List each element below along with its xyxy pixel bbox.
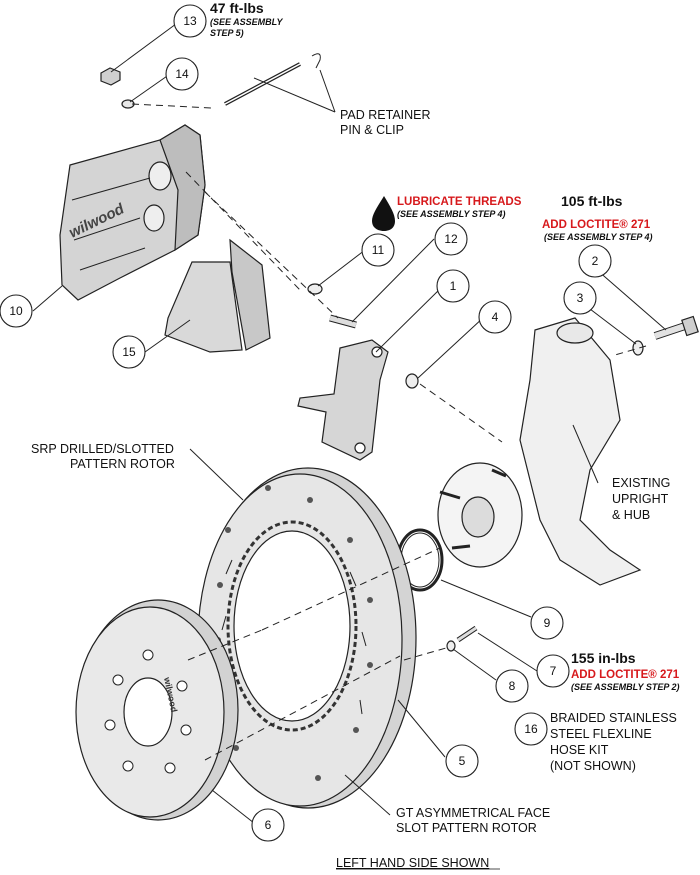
svg-text:12: 12: [444, 232, 458, 246]
bracket-shim: [405, 373, 419, 389]
svg-text:7: 7: [550, 664, 557, 678]
footer-note: LEFT HAND SIDE SHOWN: [336, 856, 489, 870]
hose-label-2: STEEL FLEXLINE: [550, 727, 652, 741]
torque-13-note-1: (SEE ASSEMBLY: [210, 17, 284, 27]
callout-5: 5: [445, 744, 479, 778]
callout-6: 6: [251, 808, 285, 842]
callout-9: 9: [530, 606, 564, 640]
srp-label-1: SRP DRILLED/SLOTTED: [31, 442, 174, 456]
loctite-2-note: (SEE ASSEMBLY STEP 4): [544, 232, 653, 242]
svg-text:10: 10: [9, 304, 23, 318]
callout-2: 2: [578, 244, 612, 278]
svg-text:4: 4: [492, 310, 499, 324]
torque-2: 105 ft-lbs: [561, 193, 623, 209]
existing-label-2: UPRIGHT: [612, 492, 669, 506]
callout-1: 1: [436, 269, 470, 303]
callout-14: 14: [165, 57, 199, 91]
torque-7: 155 in-lbs: [571, 650, 636, 666]
loctite-7-note: (SEE ASSEMBLY STEP 2): [571, 682, 680, 692]
callout-4: 4: [478, 300, 512, 334]
rotor-bolt: [456, 625, 478, 643]
svg-text:1: 1: [450, 279, 457, 293]
upright-hub: [437, 317, 642, 586]
existing-label-1: EXISTING: [612, 476, 670, 490]
pad-retainer-label-1: PAD RETAINER: [340, 108, 431, 122]
pad-retainer-label-2: PIN & CLIP: [340, 123, 404, 137]
gt-label-2: SLOT PATTERN ROTOR: [396, 821, 537, 835]
bracket-mount-bolt: [653, 315, 699, 340]
callout-16: 16: [514, 712, 548, 746]
callout-15: 15: [112, 335, 146, 369]
rotor-hat: wilwood: [75, 599, 239, 821]
svg-text:8: 8: [509, 679, 516, 693]
leader-lines: [32, 20, 667, 824]
svg-text:15: 15: [122, 345, 136, 359]
bracket-bolt: [329, 314, 357, 329]
loctite-2: ADD LOCTITE® 271: [542, 219, 651, 231]
rotor-washer: [446, 640, 456, 652]
callout-3: 3: [563, 281, 597, 315]
existing-label-3: & HUB: [612, 508, 650, 522]
svg-text:2: 2: [592, 254, 599, 268]
caliper-bracket: [297, 339, 389, 461]
callout-13: 13: [173, 4, 207, 38]
bracket-mount-washer: [632, 340, 644, 356]
torque-13: 47 ft-lbs: [210, 0, 264, 16]
loctite-7: ADD LOCTITE® 271: [571, 669, 680, 681]
callout-12: 12: [434, 222, 468, 256]
hose-label-4: (NOT SHOWN): [550, 759, 636, 773]
callout-10: 10: [0, 294, 33, 328]
svg-text:13: 13: [183, 14, 197, 28]
callout-7: 7: [536, 654, 570, 688]
bracket-washer: [307, 283, 323, 295]
svg-text:5: 5: [459, 754, 466, 768]
hose-label-3: HOSE KIT: [550, 743, 609, 757]
caliper: wilwood: [59, 124, 206, 301]
svg-text:9: 9: [544, 616, 551, 630]
lubricate-label: LUBRICATE THREADS: [397, 196, 522, 208]
caliper-nut: [100, 67, 121, 86]
srp-label-2: PATTERN ROTOR: [70, 457, 175, 471]
oil-drop-icon: [372, 196, 395, 231]
svg-text:16: 16: [524, 722, 538, 736]
svg-text:14: 14: [175, 67, 189, 81]
svg-text:11: 11: [372, 243, 385, 257]
assembly-axes: [131, 103, 647, 761]
hose-label-1: BRAIDED STAINLESS: [550, 711, 677, 725]
svg-text:3: 3: [577, 291, 584, 305]
callout-8: 8: [495, 669, 529, 703]
brake-pads: [164, 238, 271, 353]
svg-text:6: 6: [265, 818, 272, 832]
gt-label-1: GT ASYMMETRICAL FACE: [396, 806, 550, 820]
callout-11: 11: [361, 233, 395, 267]
rotor: [197, 467, 417, 809]
lubricate-note: (SEE ASSEMBLY STEP 4): [397, 209, 506, 219]
torque-13-note-2: STEP 5): [210, 28, 244, 38]
pad-retainer-pin: [224, 53, 321, 106]
